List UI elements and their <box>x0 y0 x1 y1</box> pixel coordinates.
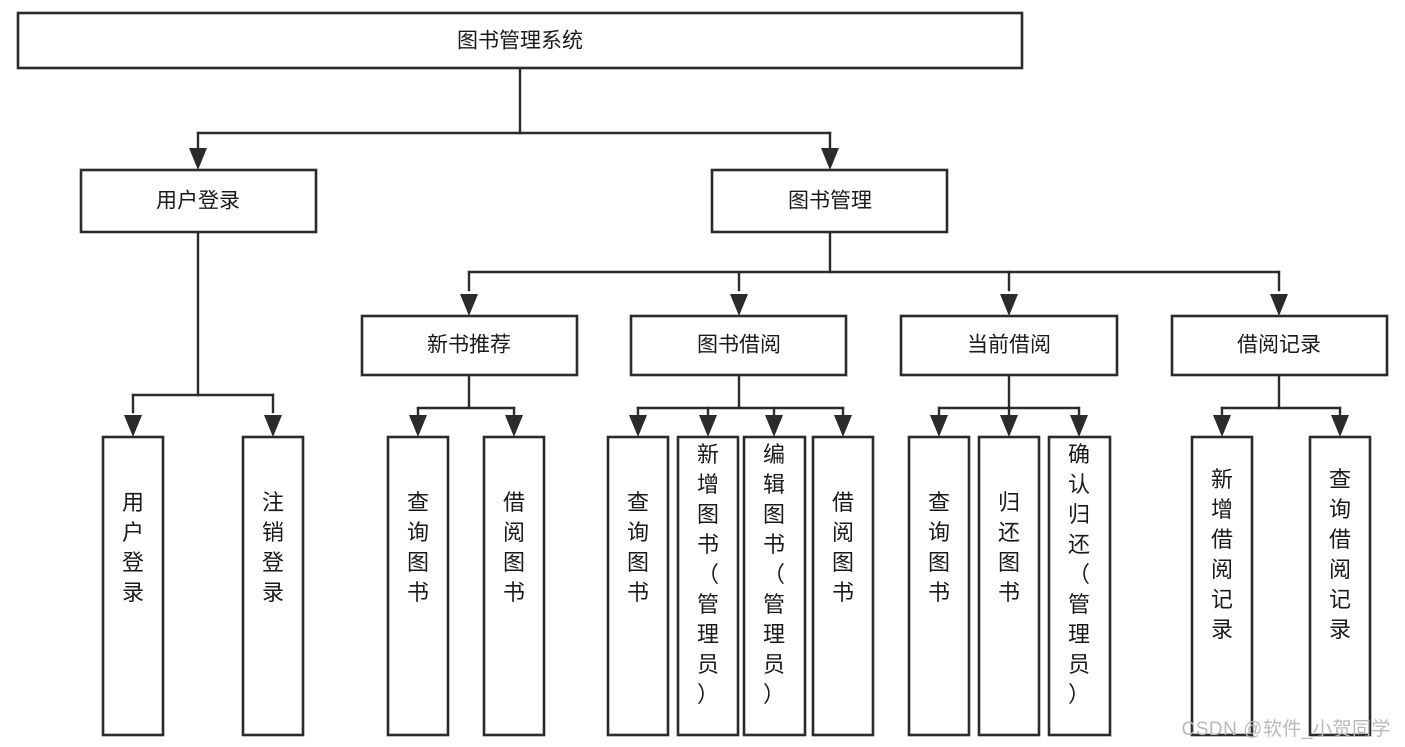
node-user-login[interactable]: 用户登录 <box>79 168 318 234</box>
node-book-borrow[interactable]: 图书借阅 <box>629 314 848 377</box>
connector-new-book-to-leaves <box>409 373 523 437</box>
node-leaf-label: 查询图书 <box>928 490 950 605</box>
connector-book-manage-to-level3 <box>460 230 1288 316</box>
node-new-book-recommend[interactable]: 新书推荐 <box>360 314 579 377</box>
node-user-login-label: 用户登录 <box>156 190 240 213</box>
node-new-book-recommend-label: 新书推荐 <box>427 334 511 357</box>
node-borrow-record-label: 借阅记录 <box>1237 334 1321 357</box>
node-borrow-record[interactable]: 借阅记录 <box>1170 314 1389 377</box>
node-leaf-label: 借阅图书 <box>503 490 525 605</box>
node-leaf-current-borrow-confirm[interactable]: 确认归还（管理员） <box>1047 435 1112 737</box>
node-current-borrow[interactable]: 当前借阅 <box>899 314 1119 377</box>
node-leaf-label: 注销登录 <box>262 490 284 605</box>
node-leaf-label: 新增图书（管理员） <box>697 442 719 707</box>
node-leaf-label: 查询借阅记录 <box>1329 467 1351 642</box>
node-leaf-book-borrow-add[interactable]: 新增图书（管理员） <box>676 435 740 737</box>
node-leaf-new-book-borrow[interactable]: 借阅图书 <box>482 435 546 737</box>
node-leaf-borrow-record-add[interactable]: 新增借阅记录 <box>1190 435 1254 737</box>
node-leaf-book-borrow-query[interactable]: 查询图书 <box>606 435 670 737</box>
node-leaf-current-borrow-return[interactable]: 归还图书 <box>977 435 1041 737</box>
node-leaf-label: 新增借阅记录 <box>1211 467 1233 642</box>
node-leaf-book-borrow-edit[interactable]: 编辑图书（管理员） <box>742 435 807 737</box>
node-book-borrow-label: 图书借阅 <box>697 334 781 357</box>
node-current-borrow-label: 当前借阅 <box>967 334 1051 357</box>
connector-book-borrow-to-leaves <box>629 373 852 437</box>
node-leaf-user-login-logout[interactable]: 注销登录 <box>241 435 305 737</box>
node-root-label: 图书管理系统 <box>457 30 583 53</box>
node-book-management[interactable]: 图书管理 <box>710 168 949 234</box>
connector-root-to-level2 <box>189 66 839 170</box>
arrow-icon <box>821 148 839 170</box>
node-root-system[interactable]: 图书管理系统 <box>16 11 1024 70</box>
node-book-management-label: 图书管理 <box>788 190 872 213</box>
connector-current-borrow-to-leaves <box>930 373 1088 437</box>
node-leaf-book-borrow-borrow[interactable]: 借阅图书 <box>811 435 875 737</box>
node-leaf-label: 归还图书 <box>998 490 1020 605</box>
node-leaf-label: 借阅图书 <box>832 490 854 605</box>
node-leaf-label: 用户登录 <box>122 490 144 605</box>
node-leaf-label: 查询图书 <box>407 490 429 605</box>
node-leaf-user-login-login[interactable]: 用户登录 <box>101 435 165 737</box>
node-leaf-label: 查询图书 <box>627 490 649 605</box>
node-leaf-borrow-record-query[interactable]: 查询借阅记录 <box>1308 435 1372 737</box>
arrow-icon <box>189 148 207 170</box>
node-leaf-label: 编辑图书（管理员） <box>763 442 785 707</box>
connector-borrow-record-to-leaves <box>1213 373 1349 437</box>
connector-user-login-to-leaves <box>124 230 282 437</box>
node-leaf-new-book-query[interactable]: 查询图书 <box>386 435 450 737</box>
node-leaf-label: 确认归还（管理员） <box>1068 442 1090 707</box>
node-leaf-current-borrow-query[interactable]: 查询图书 <box>907 435 971 737</box>
